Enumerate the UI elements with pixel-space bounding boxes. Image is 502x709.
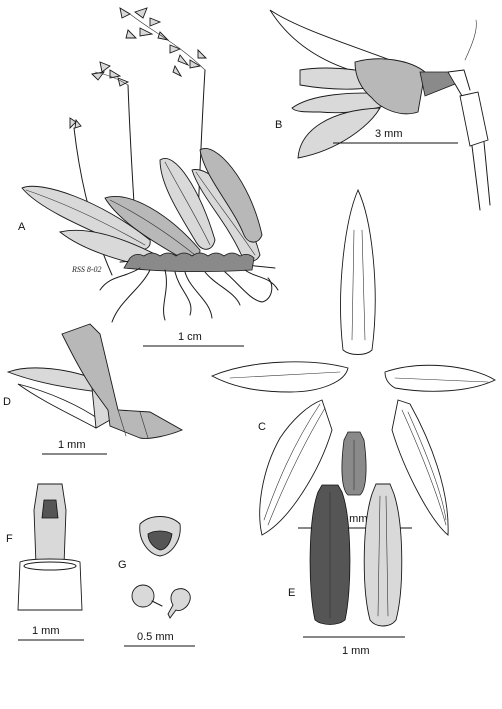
leaf <box>21 185 151 251</box>
panel-a-label: A <box>18 221 26 233</box>
inflorescence-top <box>119 7 208 78</box>
panel-b-flower-side: B 3 mm <box>269 9 491 211</box>
panel-c-dissected-perianth: C 3 mm <box>210 188 496 536</box>
leaf <box>199 148 263 243</box>
panel-a-scale-label: 1 cm <box>178 331 202 343</box>
panel-b-label: B <box>275 119 282 131</box>
lateral-petal-left <box>210 361 349 393</box>
panel-c-label: C <box>258 421 266 433</box>
panel-a-whole-plant: RSS 8-02 A 1 cm <box>18 7 279 347</box>
panel-f-column-front: F 1 mm <box>6 483 84 641</box>
panel-d-label: D <box>3 396 11 408</box>
pollinium-right <box>167 588 191 619</box>
inflorescence-left <box>69 117 82 130</box>
panel-d-scale-label: 1 mm <box>58 439 86 451</box>
lateral-petal-right <box>384 364 496 392</box>
leaf <box>159 158 216 250</box>
panel-g-scale-label: 0.5 mm <box>137 631 174 643</box>
panel-e-label: E <box>288 587 295 599</box>
panel-e-scale-label: 1 mm <box>342 645 370 657</box>
lateral-sepal-right <box>391 399 449 536</box>
inflorescence-middle <box>91 61 130 87</box>
panel-b-scale-label: 3 mm <box>375 128 403 140</box>
panel-f-scale-label: 1 mm <box>32 625 60 637</box>
panel-d-column-lip: D 1 mm <box>3 323 184 455</box>
lip-back <box>363 483 403 627</box>
dorsal-sepal <box>340 188 376 355</box>
panel-e-lip-views: E 1 mm <box>288 483 405 657</box>
panel-g-anther-pollinia: G 0.5 mm <box>118 516 195 647</box>
panel-g-label: G <box>118 559 127 571</box>
artist-signature: RSS 8-02 <box>71 265 102 274</box>
pollinium-left <box>131 584 155 608</box>
panel-f-label: F <box>6 533 13 545</box>
